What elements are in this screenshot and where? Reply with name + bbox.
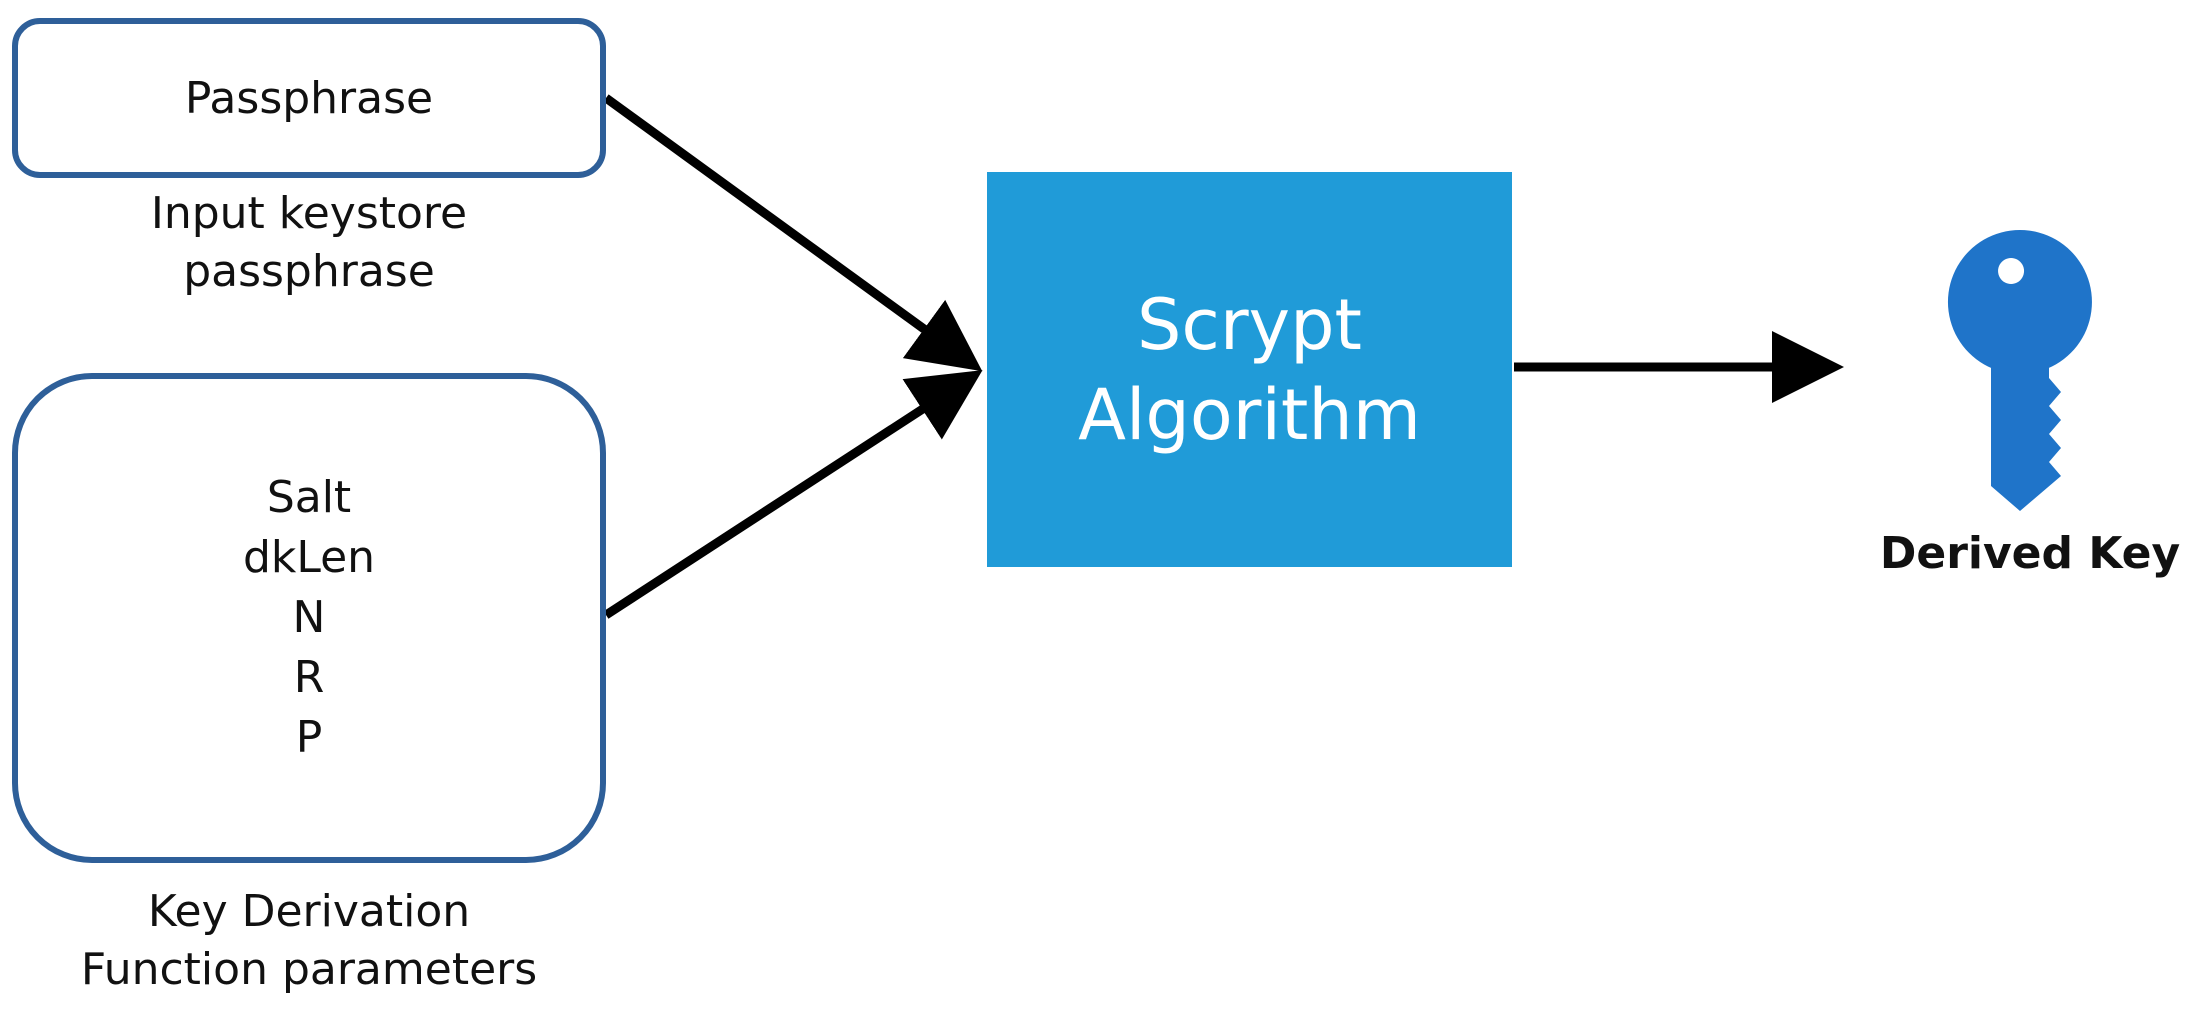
passphrase-caption: Input keystore passphrase [12, 185, 606, 301]
scrypt-title-line2: Algorithm [1078, 373, 1421, 456]
param-salt: Salt [266, 472, 352, 523]
scrypt-algorithm-box: Scrypt Algorithm [987, 172, 1512, 567]
scrypt-title-line1: Scrypt [1136, 283, 1362, 366]
param-p: P [295, 712, 323, 763]
kdf-params-caption: Key Derivation Function parameters [12, 883, 606, 999]
arrow-passphrase-to-scrypt [603, 94, 983, 372]
kdf-caption-line1: Key Derivation [147, 886, 471, 937]
param-r: R [293, 652, 325, 703]
passphrase-label: Passphrase [184, 72, 434, 124]
kdf-caption-line2: Function parameters [80, 944, 538, 995]
kdf-params-box: Salt dkLen N R P [12, 373, 606, 863]
passphrase-caption-line1: Input keystore [150, 188, 468, 239]
param-n: N [292, 592, 326, 643]
derived-key-label: Derived Key [1879, 528, 2181, 579]
key-icon [1947, 230, 2092, 511]
passphrase-box: Passphrase [12, 18, 606, 178]
passphrase-caption-line2: passphrase [183, 246, 435, 297]
arrow-params-to-scrypt [603, 370, 983, 619]
param-dklen: dkLen [242, 532, 376, 583]
